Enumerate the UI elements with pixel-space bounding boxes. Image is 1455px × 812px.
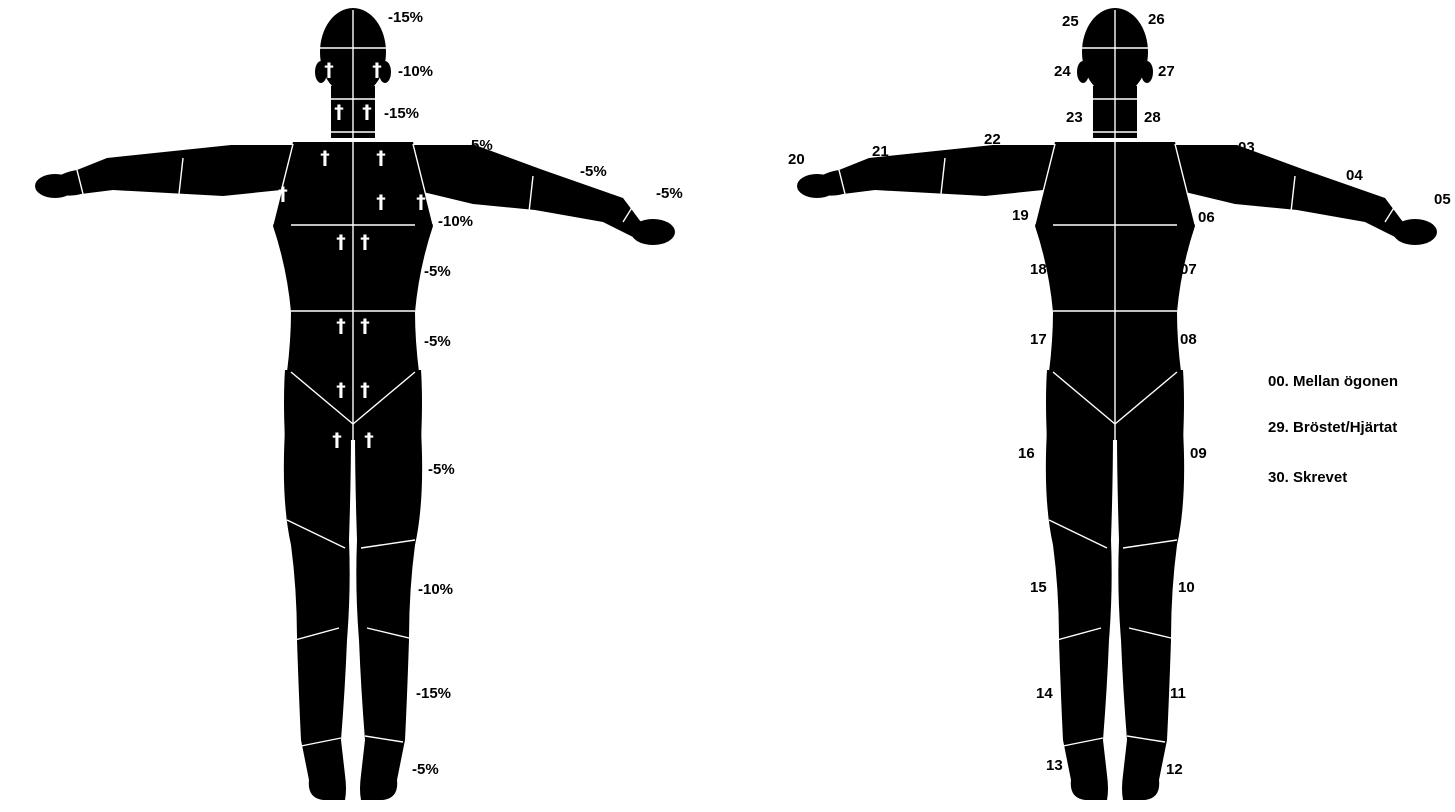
cross-marker: † xyxy=(360,315,370,337)
cross-marker: † xyxy=(360,379,370,401)
zone-number: 03 xyxy=(1238,139,1255,156)
zone-number: 20 xyxy=(788,151,805,168)
percent-label: -10% xyxy=(398,63,433,80)
zone-number: 26 xyxy=(1148,11,1165,28)
zone-number: 16 xyxy=(1018,445,1035,462)
zone-number: 14 xyxy=(1036,685,1053,702)
cross-marker: † xyxy=(376,147,386,169)
legend: 00. Mellan ögonen 29. Bröstet/Hjärtat 30… xyxy=(1268,373,1398,486)
zone-number: 05 xyxy=(1434,191,1451,208)
percent-label: -5% xyxy=(424,263,451,280)
percent-label: -5% xyxy=(424,333,451,350)
right-body-figure xyxy=(797,8,1437,800)
zone-number: 22 xyxy=(984,131,1001,148)
zone-number: 04 xyxy=(1346,167,1363,184)
zone-number: 27 xyxy=(1158,63,1175,80)
zone-number: 06 xyxy=(1198,209,1215,226)
zone-number: 12 xyxy=(1166,761,1183,778)
zone-number: 10 xyxy=(1178,579,1195,596)
percent-label: -10% xyxy=(438,213,473,230)
legend-item: 00. Mellan ögonen xyxy=(1268,373,1398,390)
percent-label: -15% xyxy=(416,685,451,702)
cross-marker: † xyxy=(320,147,330,169)
zone-number: 21 xyxy=(872,143,889,160)
percent-labels: -15% -10% -15% -5% -5% -5% -10% -5% -5% … xyxy=(384,9,683,778)
zone-number: 08 xyxy=(1180,331,1197,348)
cross-marker: † xyxy=(362,101,372,123)
zone-number: 15 xyxy=(1030,579,1047,596)
cross-marker: † xyxy=(334,101,344,123)
cross-marker: † xyxy=(278,183,288,205)
zone-number: 18 xyxy=(1030,261,1047,278)
zone-number: 07 xyxy=(1180,261,1197,278)
zone-number: 24 xyxy=(1054,63,1071,80)
cross-marker: † xyxy=(336,379,346,401)
cross-marker: † xyxy=(336,231,346,253)
percent-label: -15% xyxy=(384,105,419,122)
cross-marker: † xyxy=(332,429,342,451)
legend-item: 29. Bröstet/Hjärtat xyxy=(1268,419,1397,436)
percent-label: -5% xyxy=(428,461,455,478)
percent-label: -15% xyxy=(388,9,423,26)
cross-marker: † xyxy=(360,231,370,253)
percent-label: -5% xyxy=(580,163,607,180)
cross-marker: † xyxy=(364,429,374,451)
zone-number: 17 xyxy=(1030,331,1047,348)
percent-label: -10% xyxy=(418,581,453,598)
zone-number: 19 xyxy=(1012,207,1029,224)
cross-marker: † xyxy=(416,191,426,213)
cross-marker: † xyxy=(336,315,346,337)
zone-number: 11 xyxy=(1170,685,1186,702)
zone-number: 09 xyxy=(1190,445,1207,462)
left-body-figure: ††††††††††††††††† xyxy=(35,8,675,800)
legend-item: 30. Skrevet xyxy=(1268,469,1347,486)
percent-label: -5% xyxy=(656,185,683,202)
percent-label: -5% xyxy=(412,761,439,778)
zone-number: 28 xyxy=(1144,109,1161,126)
cross-marker: † xyxy=(372,59,382,81)
cross-marker: † xyxy=(376,191,386,213)
zone-number: 13 xyxy=(1046,757,1063,774)
cross-marker: † xyxy=(324,59,334,81)
zone-number: 23 xyxy=(1066,109,1083,126)
percent-label: -5% xyxy=(466,137,493,154)
zone-number: 25 xyxy=(1062,13,1079,30)
